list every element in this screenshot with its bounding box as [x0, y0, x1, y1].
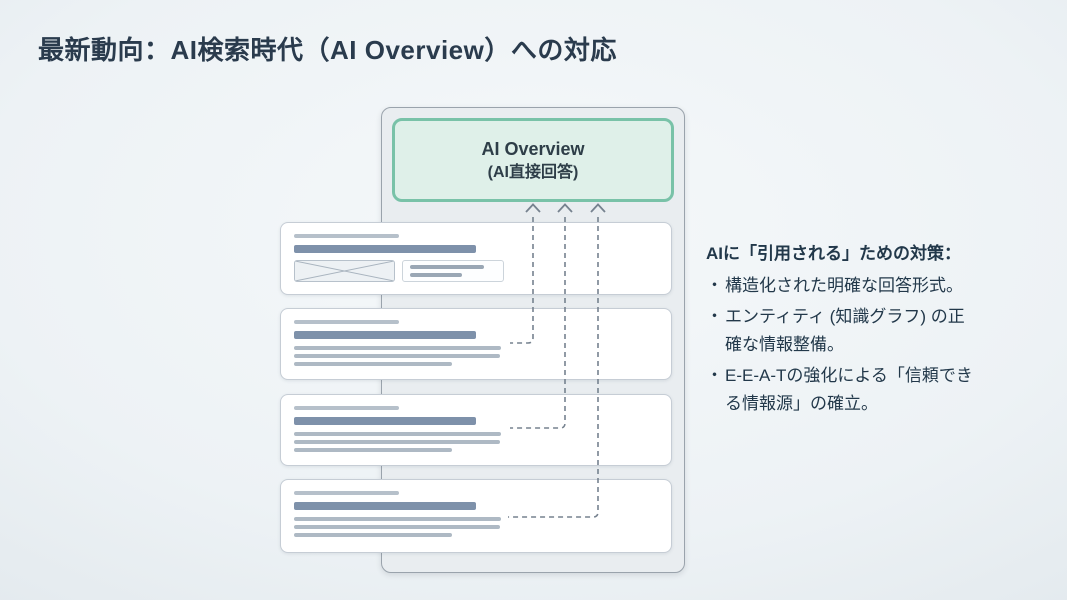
skeleton-title-line [294, 245, 476, 253]
annotation-bullet-2: ・ エンティティ (知識グラフ) の正 確な情報整備。 [706, 303, 1038, 358]
skeleton-url-line [294, 320, 399, 324]
ai-overview-title: AI Overview [481, 138, 585, 159]
annotation-bullet-1: ・ 構造化された明確な回答形式。 [706, 272, 1038, 300]
bullet-text: 構造化された明確な回答形式。 [725, 275, 963, 295]
annotation-heading: AIに「引用される」ための対策： [706, 244, 961, 263]
skeleton-text-line [294, 354, 500, 358]
skeleton-text-line [294, 362, 452, 366]
skeleton-text-line [294, 525, 500, 529]
skeleton-title-line [294, 417, 476, 425]
skeleton-caption-line [410, 273, 462, 277]
x-cross-icon [295, 261, 394, 281]
media-row [294, 260, 659, 282]
image-placeholder [294, 260, 395, 282]
bullet-icon: ・ [706, 307, 723, 327]
caption-box [402, 260, 504, 282]
ai-overview-subtitle: (AI直接回答) [487, 163, 579, 181]
skeleton-title-line [294, 331, 476, 339]
bullet-text: エンティティ (知識グラフ) の正 [725, 307, 965, 327]
page-title: 最新動向：AI検索時代（AI Overview）への対応 [38, 35, 617, 65]
ai-overview-box: AI Overview (AI直接回答) [392, 118, 674, 202]
bullet-text: 確な情報整備。 [725, 334, 844, 354]
skeleton-url-line [294, 406, 399, 410]
serp-result-card-2 [280, 308, 672, 380]
annotation-bullet-3: ・ E-E-A-Tの強化による「信頼でき る情報源」の確立。 [706, 362, 1038, 417]
skeleton-text-line [294, 448, 452, 452]
skeleton-url-line [294, 491, 399, 495]
skeleton-text-line [294, 440, 500, 444]
skeleton-url-line [294, 234, 399, 238]
bullet-text: る情報源」の確立。 [725, 393, 878, 413]
skeleton-title-line [294, 502, 476, 510]
skeleton-text-line [294, 533, 452, 537]
skeleton-text-line [294, 517, 501, 521]
skeleton-caption-line [410, 265, 484, 269]
bullet-icon: ・ [706, 366, 723, 386]
serp-result-card-1 [280, 222, 672, 295]
serp-result-card-3 [280, 394, 672, 466]
skeleton-text-line [294, 432, 501, 436]
bullet-text: E-E-A-Tの強化による「信頼でき [725, 366, 973, 386]
bullet-icon: ・ [706, 275, 723, 295]
skeleton-text-line [294, 346, 501, 350]
serp-result-card-4 [280, 479, 672, 553]
annotation-block: AIに「引用される」ための対策： ・ 構造化された明確な回答形式。 ・ エンティ… [706, 240, 1038, 421]
